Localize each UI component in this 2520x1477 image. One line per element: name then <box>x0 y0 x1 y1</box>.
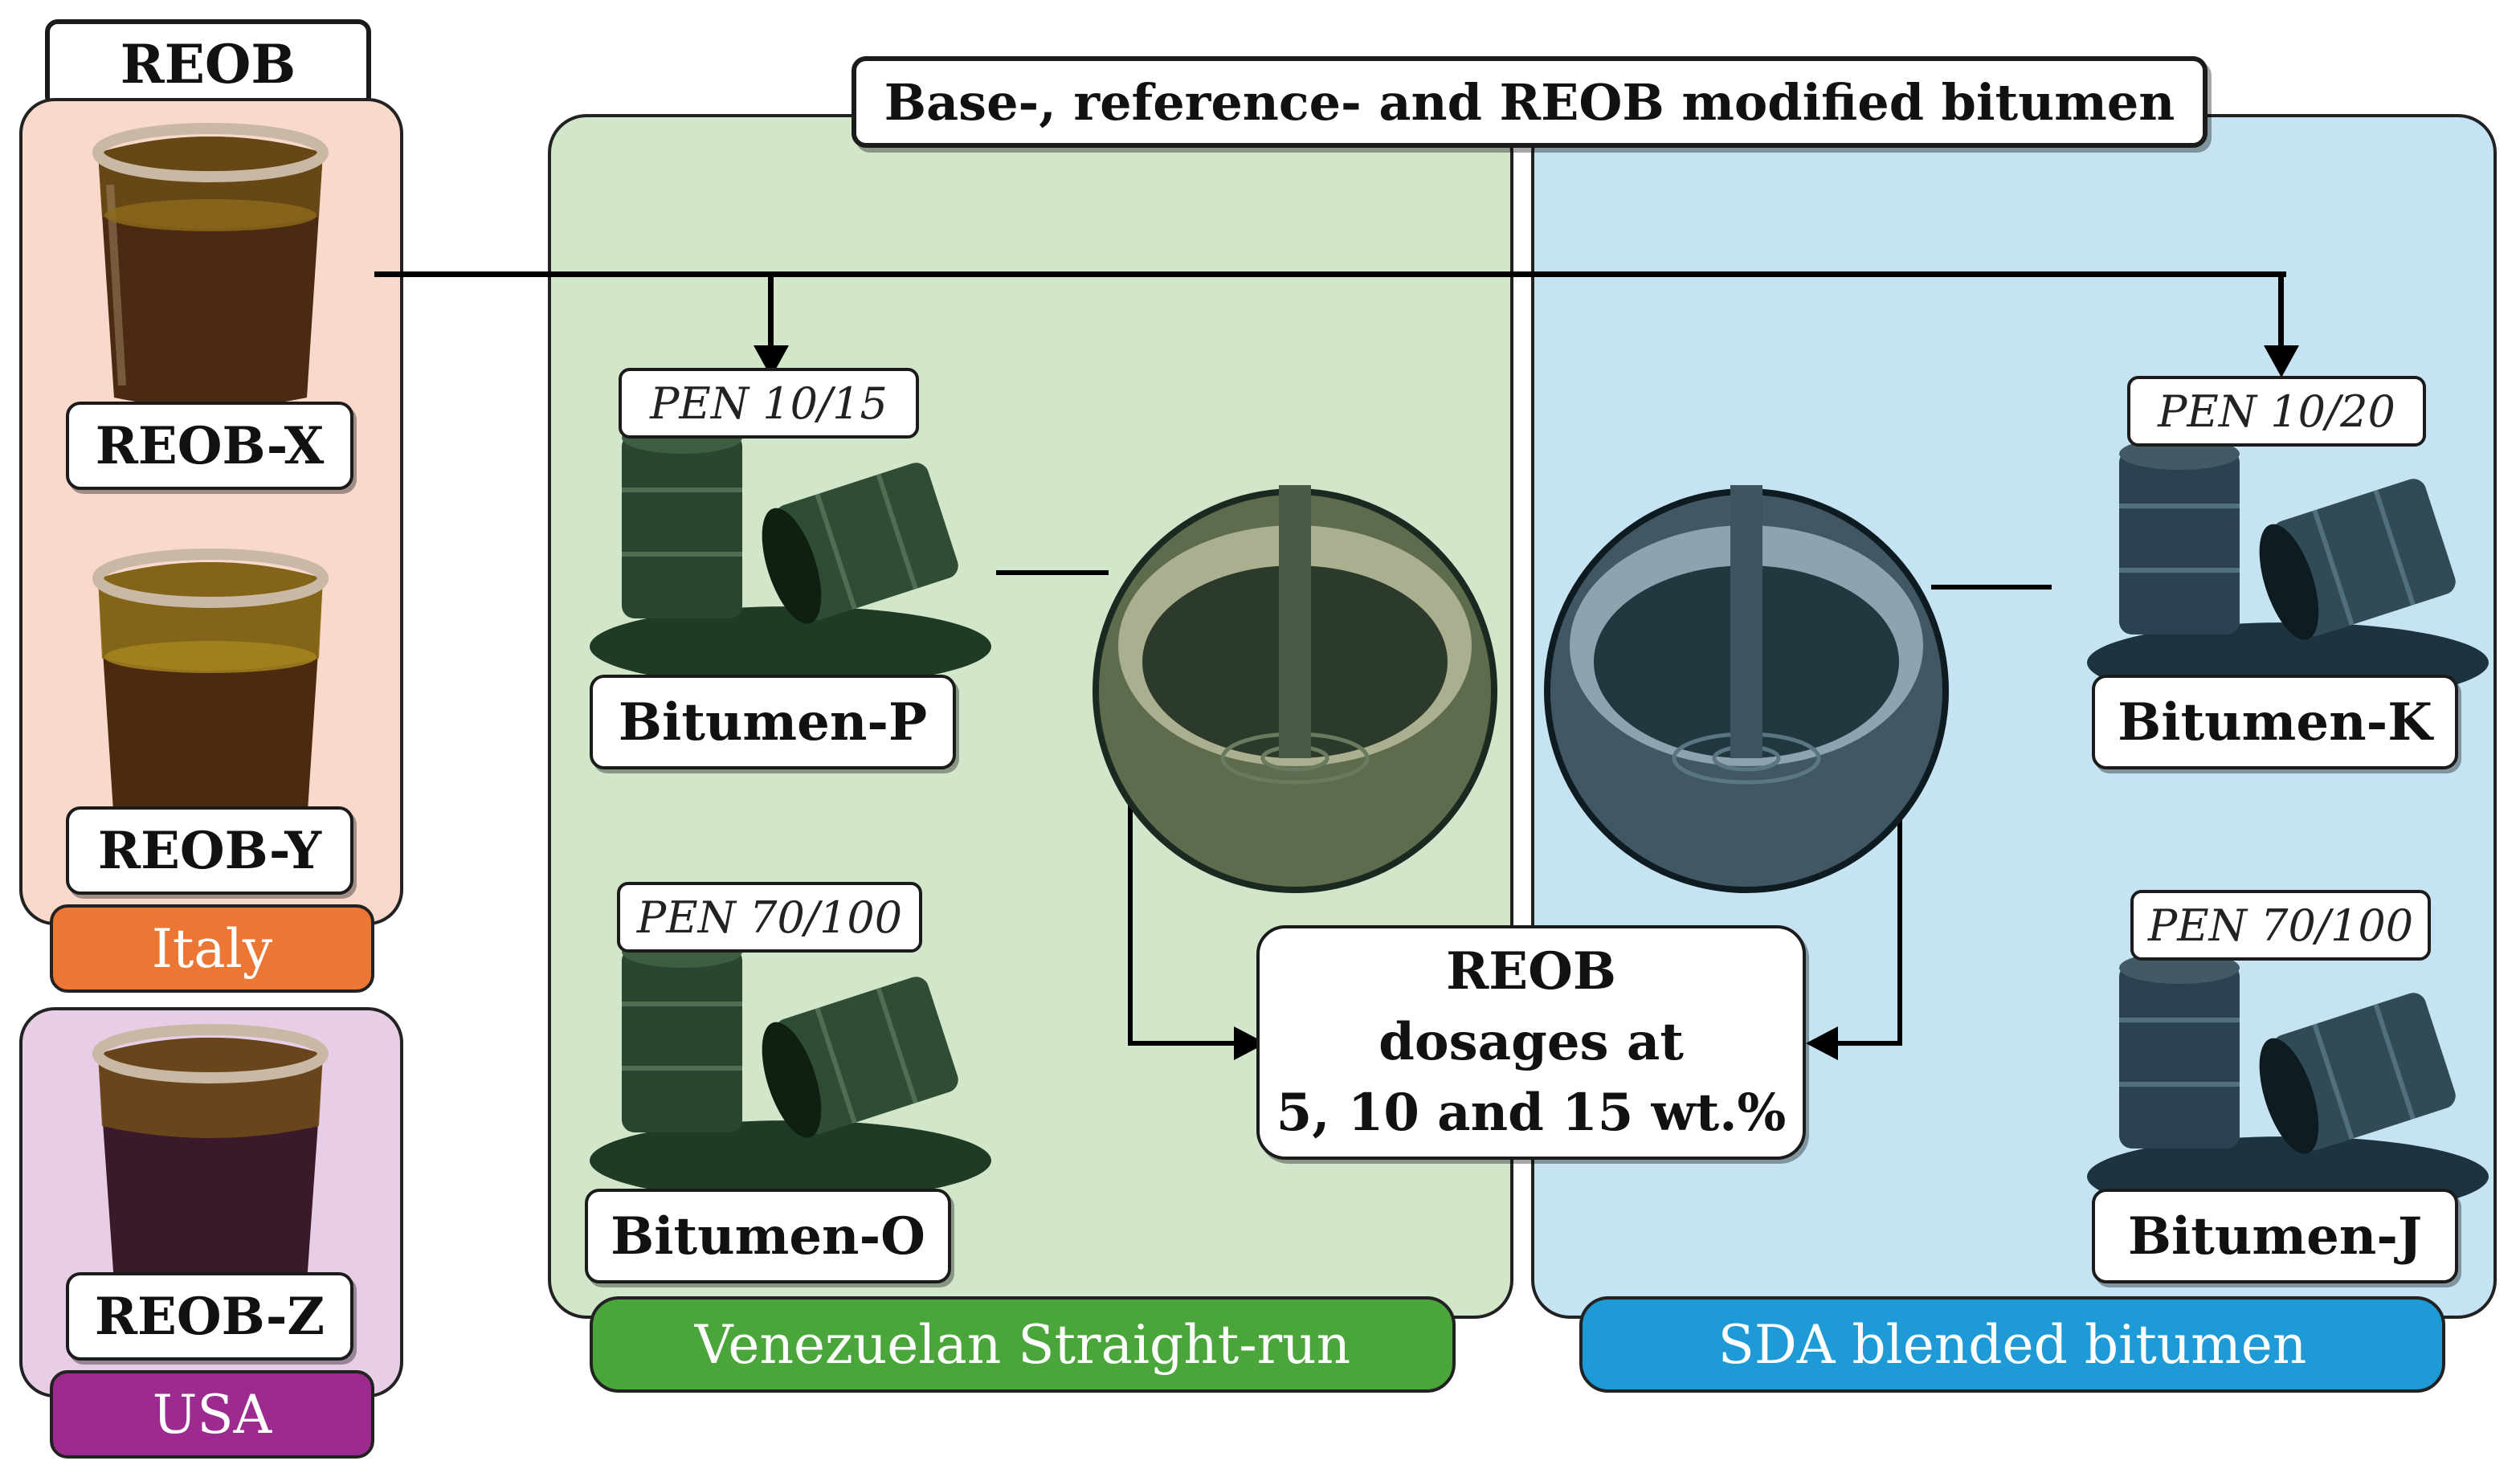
mixing-bucket-right-image <box>1541 485 1952 896</box>
arrow-down-right-icon <box>2264 345 2299 377</box>
mixer-left-across <box>1128 1041 1247 1046</box>
reob-z-jar-image <box>74 1022 347 1295</box>
mixer-right-across <box>1827 1041 1902 1046</box>
bitumen-p-barrels-image <box>574 402 991 691</box>
bitumen-k-pen-label: PEN 10/20 <box>2127 376 2426 447</box>
bitumen-j-label: Bitumen-J <box>2092 1189 2458 1283</box>
reob-y-label: REOB-Y <box>66 806 353 895</box>
bitumen-o-pen-label: PEN 70/100 <box>617 882 922 953</box>
reob-dosage-box: REOB dosages at 5, 10 and 15 wt.% <box>1256 925 1806 1160</box>
sda-blended-bitumen-label: SDA blended bitumen <box>1579 1296 2445 1393</box>
dosage-line-1: REOB <box>1446 941 1616 1002</box>
usa-origin-label: USA <box>50 1370 374 1459</box>
italy-origin-label: Italy <box>50 904 374 993</box>
feed-drop-left <box>768 271 774 352</box>
mixer-left-down <box>1128 787 1133 1044</box>
bitumen-o-label: Bitumen-O <box>585 1189 951 1283</box>
bitumen-o-barrels-image <box>574 916 991 1205</box>
bitumen-p-label: Bitumen-P <box>590 675 956 769</box>
arrow-right-icon <box>1234 1026 1266 1060</box>
main-title: Base-, reference- and REOB modified bitu… <box>852 56 2208 148</box>
bitumen-p-connector <box>996 570 1109 575</box>
reob-z-label: REOB-Z <box>66 1272 353 1361</box>
mixer-right-down <box>1897 787 1902 1044</box>
arrow-left-icon <box>1806 1026 1838 1060</box>
mixing-bucket-left-image <box>1089 485 1501 896</box>
reob-header: REOB <box>45 19 371 109</box>
bitumen-k-barrels-image <box>2071 418 2489 707</box>
bitumen-p-pen-label: PEN 10/15 <box>619 368 919 439</box>
bitumen-j-pen-label: PEN 70/100 <box>2130 890 2431 961</box>
reob-feed-line <box>374 271 2286 277</box>
arrow-down-left-icon <box>754 345 789 377</box>
dosage-line-3: 5, 10 and 15 wt.% <box>1276 1083 1787 1143</box>
bitumen-k-label: Bitumen-K <box>2092 675 2458 769</box>
reob-y-jar-image <box>74 546 347 835</box>
bitumen-j-barrels-image <box>2071 932 2489 1221</box>
feed-drop-right <box>2278 271 2284 352</box>
reob-x-label: REOB-X <box>66 402 353 490</box>
venezuelan-straight-run-label: Venezuelan Straight-run <box>590 1296 1456 1393</box>
dosage-line-2: dosages at <box>1378 1012 1684 1072</box>
bitumen-k-connector <box>1931 585 2052 590</box>
reob-x-jar-image <box>74 120 347 410</box>
